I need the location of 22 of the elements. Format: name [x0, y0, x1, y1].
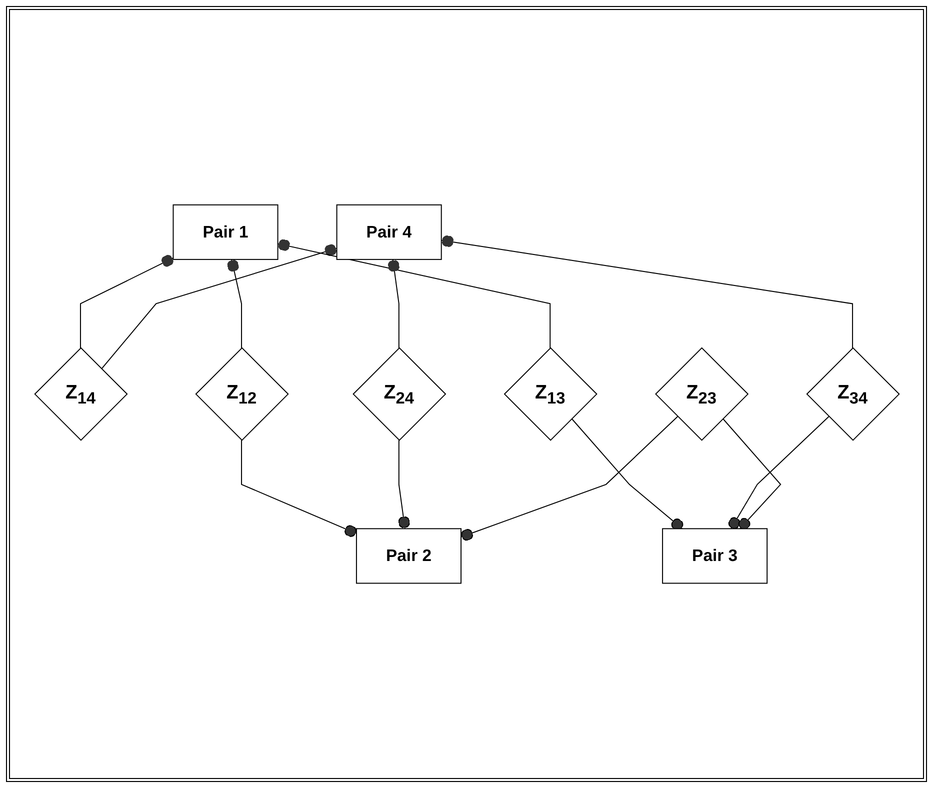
connector: [387, 258, 400, 348]
connector: [460, 416, 678, 541]
connector: [570, 418, 683, 530]
connector: [440, 235, 853, 348]
connector: [722, 418, 781, 530]
node-box: Pair 4: [336, 204, 442, 260]
connector: [276, 239, 550, 348]
node-box: Pair 2: [355, 528, 462, 584]
node-diamond: Z$_{24}$: [352, 347, 446, 441]
node-diamond: Z$_{13}$: [503, 347, 597, 441]
node-diamond: Z$_{14}$: [34, 347, 128, 441]
node-diamond: Z$_{23}$: [654, 347, 748, 441]
connector: [240, 440, 356, 537]
connector: [728, 416, 829, 530]
node-diamond: Z$_{12}$: [194, 347, 288, 441]
connector: [226, 258, 242, 348]
node-box: Pair 3: [662, 528, 768, 584]
connector: [100, 244, 337, 370]
connector: [398, 440, 410, 530]
node-diamond: Z$_{34}$: [806, 347, 900, 441]
connector: [79, 254, 174, 348]
node-box: Pair 1: [172, 204, 278, 260]
